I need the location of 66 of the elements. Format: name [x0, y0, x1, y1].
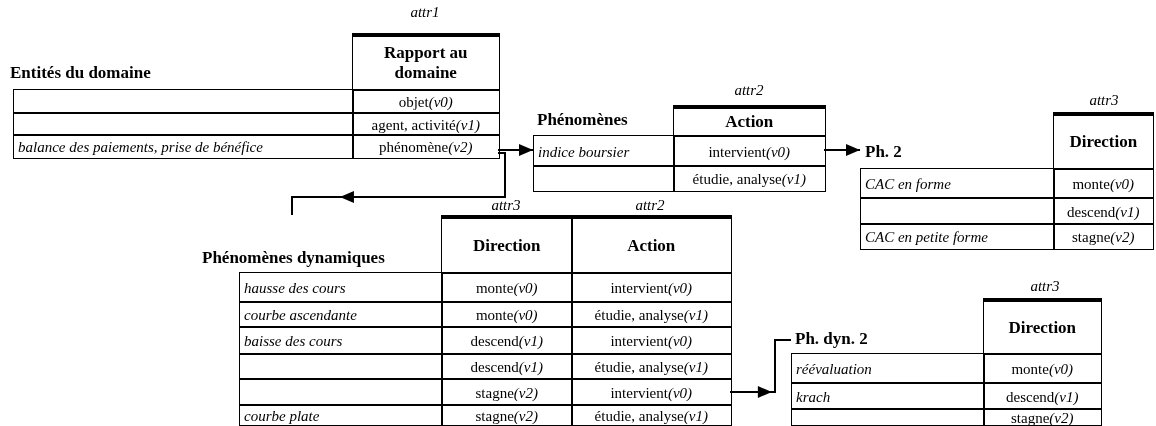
table-cell: krach — [791, 382, 985, 410]
attribute-label: attr3 — [1030, 277, 1060, 295]
table-cell: monte(v0) — [441, 272, 573, 303]
table-cell: étudie, analyse(v1) — [571, 404, 732, 426]
table-cell: phénomène(v2) — [352, 134, 500, 159]
table-cell: stagne(v2) — [441, 378, 573, 406]
table-title: Phénomènes dynamiques — [202, 248, 385, 268]
table-cell: objet(v0) — [352, 89, 500, 114]
table-cell: intervient(v0) — [571, 378, 732, 406]
header-cell: Direction — [983, 298, 1102, 355]
table-cell — [239, 378, 443, 406]
attribute-label: attr2 — [734, 81, 764, 99]
arrow — [291, 152, 506, 216]
table-cell: stagne(v2) — [1053, 223, 1154, 250]
table-cell — [860, 197, 1055, 225]
header-cell: Rapport au domaine — [352, 33, 500, 91]
attribute-label: attr1 — [410, 3, 440, 21]
header-cell: Action — [673, 105, 826, 137]
table-title: Ph. dyn. 2 — [795, 329, 868, 349]
data-table — [791, 298, 1100, 424]
attribute-label: attr2 — [635, 196, 665, 214]
table-cell — [13, 112, 354, 136]
arrow — [729, 339, 792, 398]
table-cell: stagne(v2) — [983, 408, 1102, 426]
table-cell — [239, 353, 443, 380]
table-cell: étudie, analyse(v1) — [571, 301, 732, 328]
data-table — [533, 105, 824, 190]
table-cell: CAC en petite forme — [860, 223, 1055, 250]
table-cell: CAC en forme — [860, 168, 1055, 199]
table-cell: étudie, analyse(v1) — [571, 353, 732, 380]
table-cell: indice boursier — [533, 135, 675, 167]
table-cell: étudie, analyse(v1) — [673, 165, 826, 192]
table-cell — [533, 165, 675, 192]
table-cell: intervient(v0) — [673, 135, 826, 167]
data-table — [10, 33, 498, 157]
table-cell: courbe plate — [239, 404, 443, 426]
table-cell: monte(v0) — [1053, 168, 1154, 199]
table-cell: intervient(v0) — [571, 326, 732, 355]
table-cell: réévaluation — [791, 353, 985, 384]
table-cell: baisse des cours — [239, 326, 443, 355]
attribute-label: attr3 — [491, 196, 521, 214]
header-cell: Direction — [1053, 112, 1154, 170]
header-cell: Direction — [441, 215, 573, 274]
data-table — [202, 215, 730, 424]
table-title: Phénomènes — [537, 110, 628, 130]
table-cell: monte(v0) — [983, 353, 1102, 384]
arrow — [823, 144, 861, 156]
data-table — [860, 112, 1152, 248]
table-cell — [791, 408, 985, 426]
table-cell: agent, activité(v1) — [352, 112, 500, 136]
arrow — [497, 144, 534, 156]
table-cell: hausse des cours — [239, 272, 443, 303]
table-cell: intervient(v0) — [571, 272, 732, 303]
header-cell: Action — [571, 215, 732, 274]
table-cell: descend(v1) — [1053, 197, 1154, 225]
attribute-label: attr3 — [1089, 91, 1119, 109]
table-cell: descend(v1) — [441, 326, 573, 355]
table-cell: monte(v0) — [441, 301, 573, 328]
table-cell: descend(v1) — [983, 382, 1102, 410]
table-cell — [13, 89, 354, 114]
table-cell: stagne(v2) — [441, 404, 573, 426]
table-cell: balance des paiements, prise de bénéfice — [13, 134, 354, 159]
table-title: Ph. 2 — [865, 142, 902, 162]
table-cell: descend(v1) — [441, 353, 573, 380]
table-title: Entités du domaine — [10, 63, 151, 83]
table-cell: courbe ascendante — [239, 301, 443, 328]
